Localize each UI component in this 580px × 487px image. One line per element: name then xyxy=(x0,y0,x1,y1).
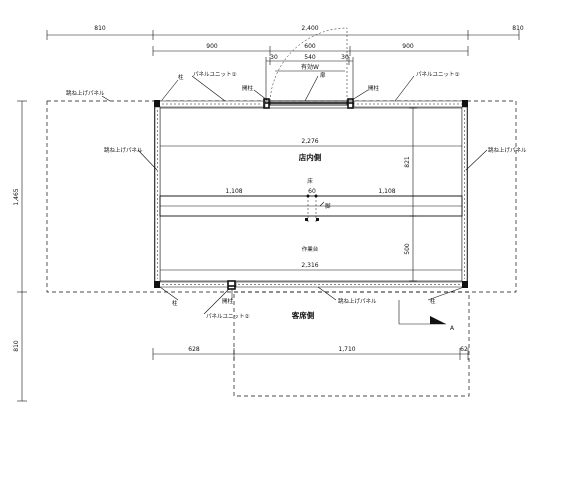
section-mark xyxy=(398,300,446,325)
label-flip-panel-left: 跳ね上げパネル xyxy=(104,146,143,154)
label-counter: 作業台 xyxy=(302,245,319,253)
label-door: 扉 xyxy=(320,71,326,79)
dim-center-60: 60 xyxy=(308,188,316,195)
dim-left-1108: 1,108 xyxy=(225,188,242,195)
door-post-bottom xyxy=(227,280,236,290)
label-post-br: 柱 xyxy=(430,297,436,305)
dim-30-left: 30 xyxy=(270,54,278,61)
label-panel-unit-1-right: パネルユニット① xyxy=(416,71,460,78)
post-top-left xyxy=(154,100,160,107)
dim-row-1 xyxy=(46,30,520,40)
post-bottom-right xyxy=(462,281,468,288)
label-door-post-top-left: 開柱 xyxy=(242,84,254,92)
flip-panel-outline-bottom xyxy=(233,291,470,397)
dim-row-2 xyxy=(152,46,469,56)
dim-left-810: 810 xyxy=(13,340,20,352)
dim-bottom-628: 628 xyxy=(188,346,200,353)
label-panel-unit-2: パネルユニット② xyxy=(206,313,250,320)
dim-vert-500: 500 xyxy=(404,243,411,255)
dim-row-bottom xyxy=(152,348,469,360)
dim-right-1108: 1,108 xyxy=(378,188,395,195)
label-door-post-bottom: 開柱 xyxy=(222,297,234,305)
label-panel-unit-1-left: パネルユニット① xyxy=(193,71,237,78)
dim-row-3 xyxy=(265,57,354,100)
room-guest-side: 客席側 xyxy=(291,310,315,320)
label-post-tl: 柱 xyxy=(178,73,184,81)
dim-540: 540 xyxy=(304,54,316,61)
room-kitchen-side: 店内側 xyxy=(299,152,322,162)
dim-inner-2316: 2,316 xyxy=(301,262,318,269)
label-door-post-top-right: 開柱 xyxy=(368,84,380,92)
dim-opening: 有効W xyxy=(301,63,319,71)
door-jamb-right xyxy=(347,98,354,109)
dim-bottom-62: 62 xyxy=(460,346,468,353)
label-floor: 床 xyxy=(307,177,313,185)
dim-vert-821: 821 xyxy=(404,156,411,168)
post-top-right xyxy=(462,100,468,107)
dim-30-right: 30 xyxy=(341,54,349,61)
label-flip-panel-right: 跳ね上げパネル xyxy=(488,146,527,154)
dim-600: 600 xyxy=(304,43,316,50)
flip-panel-outline-top xyxy=(46,100,517,293)
label-section-mark: A xyxy=(450,325,455,332)
dim-bottom-1710: 1,710 xyxy=(338,346,355,353)
dim-900-left: 900 xyxy=(206,43,218,50)
dim-top-total: 2,400 xyxy=(301,25,318,32)
dim-inner-2276: 2,276 xyxy=(301,138,318,145)
label-pillar-mid: 脚 xyxy=(325,202,331,210)
dim-top-right-810: 810 xyxy=(512,25,524,32)
label-post-bl: 柱 xyxy=(172,299,178,307)
dim-left-1465: 1,465 xyxy=(13,188,20,205)
post-bottom-left xyxy=(154,281,160,288)
dim-top-left-810: 810 xyxy=(94,25,106,32)
door-leaf xyxy=(269,100,348,106)
dim-900-right: 900 xyxy=(402,43,414,50)
label-flip-panel-bottom: 跳ね上げパネル xyxy=(338,297,377,305)
label-flip-panel-top: 跳ね上げパネル xyxy=(66,89,105,97)
door-swing-arc xyxy=(269,27,348,102)
door-jamb-left xyxy=(263,98,270,109)
